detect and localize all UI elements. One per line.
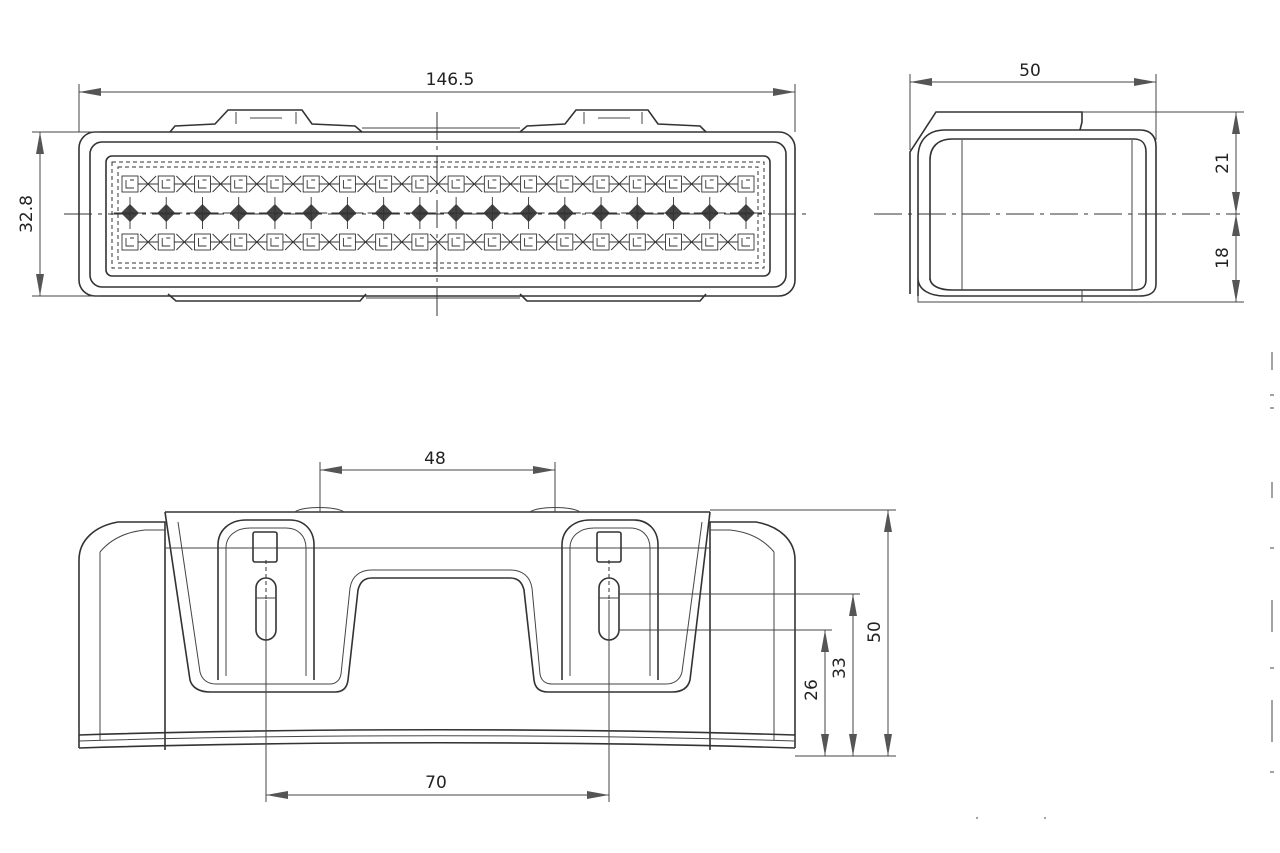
led-cell — [411, 175, 448, 193]
tab-spacing-dimension: 48 — [319, 449, 556, 512]
led-cell — [476, 197, 509, 229]
led-cell — [114, 197, 146, 229]
led-cell — [150, 197, 183, 229]
led-cell — [266, 233, 304, 251]
led-cell — [701, 175, 738, 193]
led-cell — [230, 175, 267, 193]
led-cell — [556, 175, 593, 193]
led-cell — [556, 233, 593, 251]
led-cell — [657, 197, 690, 229]
side-lower-label: 18 — [1213, 247, 1233, 269]
side-upper-label: 21 — [1213, 152, 1233, 174]
led-cell — [157, 175, 195, 193]
led-cell — [194, 233, 231, 251]
led-cell — [121, 175, 159, 193]
led-cell — [338, 175, 376, 193]
side-height-dimensions: 21 18 — [1082, 111, 1244, 303]
front-height-dimension: 32.8 — [17, 131, 100, 297]
led-cell — [222, 197, 255, 229]
front-view — [64, 109, 810, 316]
led-cell — [737, 175, 755, 193]
led-cell — [375, 175, 412, 193]
led-cell — [186, 197, 219, 229]
front-height-label: 32.8 — [17, 195, 37, 233]
led-cell — [701, 233, 738, 251]
led-cell — [230, 233, 267, 251]
led-cell — [121, 233, 159, 251]
edge-marks — [976, 352, 1274, 819]
led-cell — [266, 175, 304, 193]
led-cell — [585, 197, 618, 229]
led-cell — [440, 197, 473, 229]
led-cell — [302, 175, 340, 193]
led-cell — [411, 233, 448, 251]
led-cell — [592, 233, 630, 251]
led-cell — [730, 197, 762, 229]
side-view — [874, 111, 1240, 303]
led-cell — [302, 233, 340, 251]
led-cell — [194, 175, 231, 193]
led-cell — [737, 233, 755, 251]
led-cell — [338, 233, 376, 251]
side-depth-label: 50 — [1019, 61, 1041, 81]
led-cell — [157, 233, 195, 251]
led-cell — [520, 233, 557, 251]
front-width-dimension: 146.5 — [78, 70, 796, 132]
led-cell — [331, 197, 364, 229]
front-width-label: 146.5 — [426, 70, 475, 90]
led-cell — [447, 233, 485, 251]
led-cell — [628, 233, 666, 251]
led-cell — [375, 233, 412, 251]
bottom-height-dimensions: 50 33 26 — [619, 509, 896, 757]
led-cell — [295, 197, 328, 229]
slot-lower-label: 26 — [802, 679, 822, 701]
led-cell — [258, 197, 291, 229]
tab-spacing-label: 48 — [424, 449, 446, 469]
led-cell — [592, 175, 630, 193]
led-grid — [114, 175, 762, 251]
led-cell — [483, 175, 521, 193]
side-depth-dimension: 50 — [909, 61, 1157, 150]
hole-spacing-label: 70 — [425, 773, 447, 793]
slot-upper-label: 33 — [830, 657, 850, 679]
led-cell — [447, 175, 485, 193]
bottom-height-label: 50 — [865, 621, 885, 643]
led-cell — [512, 197, 545, 229]
led-cell — [403, 197, 436, 229]
led-cell — [628, 175, 666, 193]
led-cell — [621, 197, 654, 229]
led-cell — [548, 197, 581, 229]
led-cell — [665, 175, 702, 193]
bottom-view — [78, 507, 796, 750]
led-cell — [367, 197, 400, 229]
hole-spacing-dimension: 70 — [265, 600, 610, 802]
led-cell — [665, 233, 702, 251]
led-cell — [693, 197, 726, 229]
led-cell — [483, 233, 521, 251]
led-cell — [520, 175, 557, 193]
